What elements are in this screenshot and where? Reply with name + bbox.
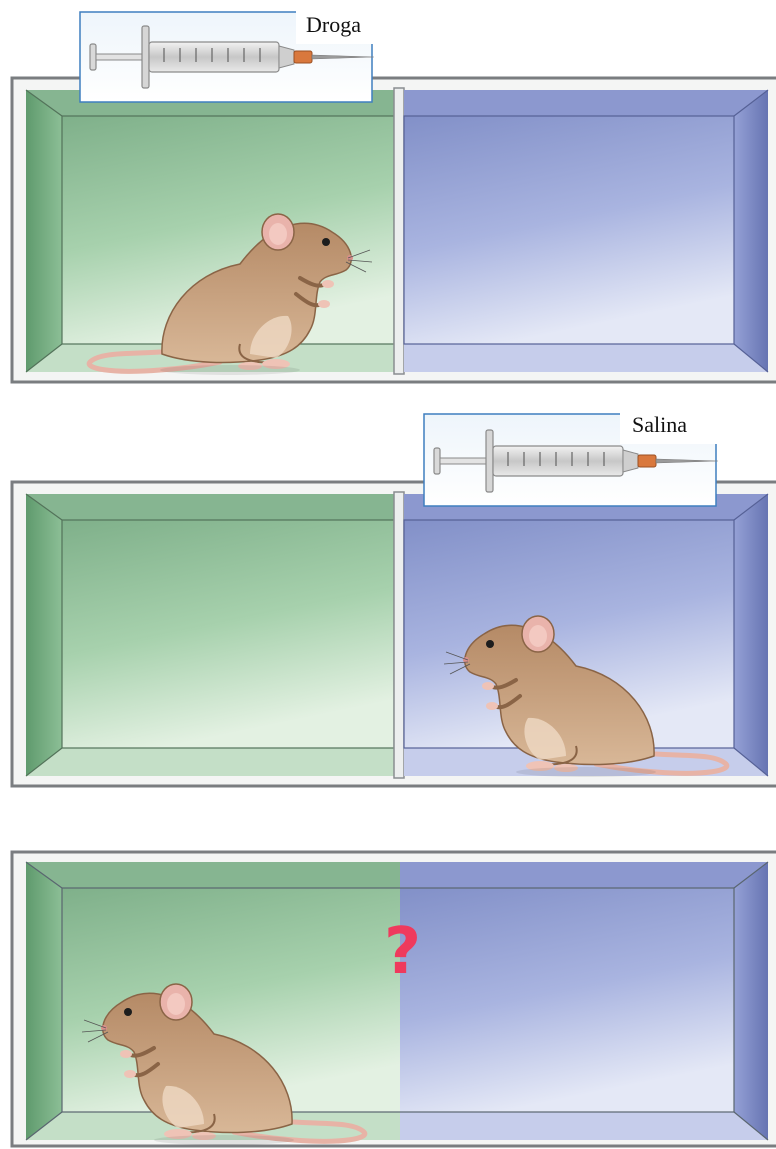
- panel-1-drug-conditioning: [12, 8, 776, 382]
- panel-2-saline-conditioning: [12, 408, 776, 786]
- panel-3-blue-side: [400, 862, 768, 1140]
- question-mark: ?: [384, 920, 421, 984]
- panel-1-divider: [394, 88, 404, 374]
- panel-2-green-chamber: [26, 494, 394, 776]
- panel-3-preference-test: [12, 852, 776, 1146]
- panel-2-divider: [394, 492, 404, 778]
- saline-label: Salina: [632, 412, 687, 438]
- panel-1-blue-chamber: [404, 90, 768, 372]
- drug-label: Droga: [306, 12, 361, 38]
